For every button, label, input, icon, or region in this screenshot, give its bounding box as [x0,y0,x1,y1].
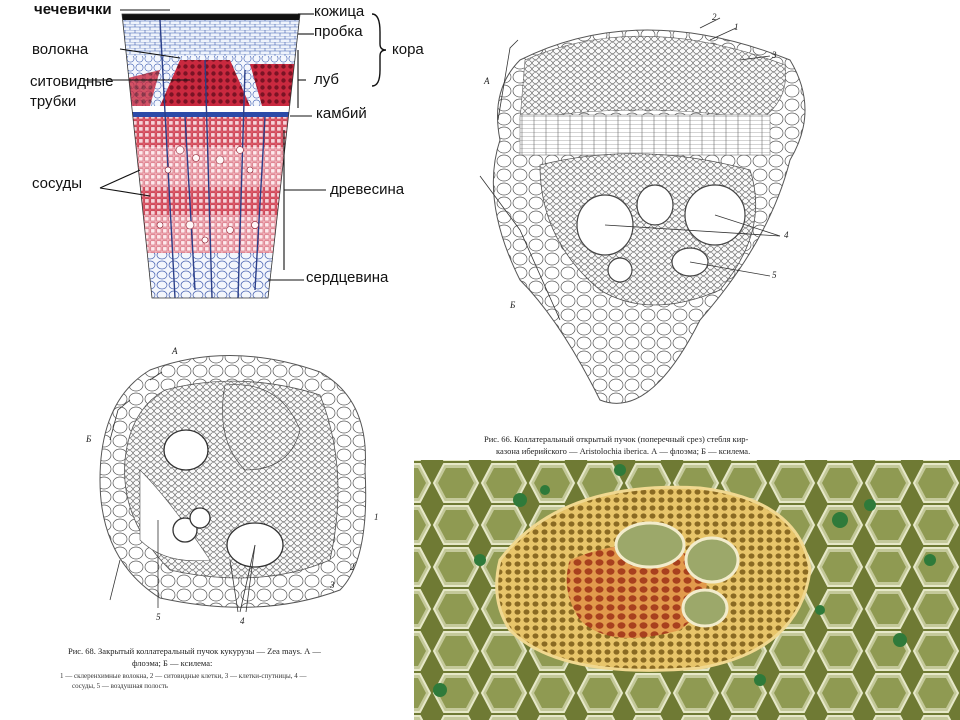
label-pith: сердцевина [306,269,389,286]
aristolochia-num-1: 1 [734,22,739,32]
label-bark: кора [392,41,424,58]
zea-region-a: А [172,346,178,356]
label-sieve-tubes-1: ситовидные [30,73,114,90]
zea-region-b: Б [86,434,92,444]
aristolochia-caption-line2: казона иберийского — Aristolochia iberic… [496,446,751,456]
label-sieve-tubes-2: трубки [30,93,77,110]
aristolochia-num-4: 4 [784,230,789,240]
zea-num-1: 1 [374,512,379,522]
zea-num-5: 5 [156,612,161,622]
label-lenticels: чечевички [34,1,112,18]
zea-caption-line1: Рис. 68. Закрытый коллатеральный пучок к… [68,646,321,656]
label-wood: древесина [330,181,405,198]
aristolochia-region-b: Б [510,300,516,310]
label-cork: пробка [314,23,363,40]
zea-num-4: 4 [240,616,245,626]
zea-legend-line2: сосуды, 5 — воздушная полость [72,682,168,690]
zea-caption-line2: флоэма; Б — ксилема: [132,658,213,668]
aristolochia-caption-line1: Рис. 66. Коллатеральный открытый пучок (… [484,434,749,444]
aristolochia-num-5: 5 [772,270,777,280]
label-skin: кожица [314,3,365,20]
zea-num-2: 2 [350,562,355,572]
aristolochia-num-3: 3 [772,50,777,60]
label-fibers: волокна [32,41,89,58]
zea-legend-line1: 1 — склеренхимные волокна, 2 — ситовидны… [60,672,307,680]
aristolochia-num-2: 2 [712,12,717,22]
label-vessels: сосуды [32,175,83,192]
aristolochia-region-a: А [484,76,490,86]
label-cambium: камбий [316,105,367,122]
label-bast: луб [314,71,340,88]
zea-num-3: 3 [330,580,335,590]
